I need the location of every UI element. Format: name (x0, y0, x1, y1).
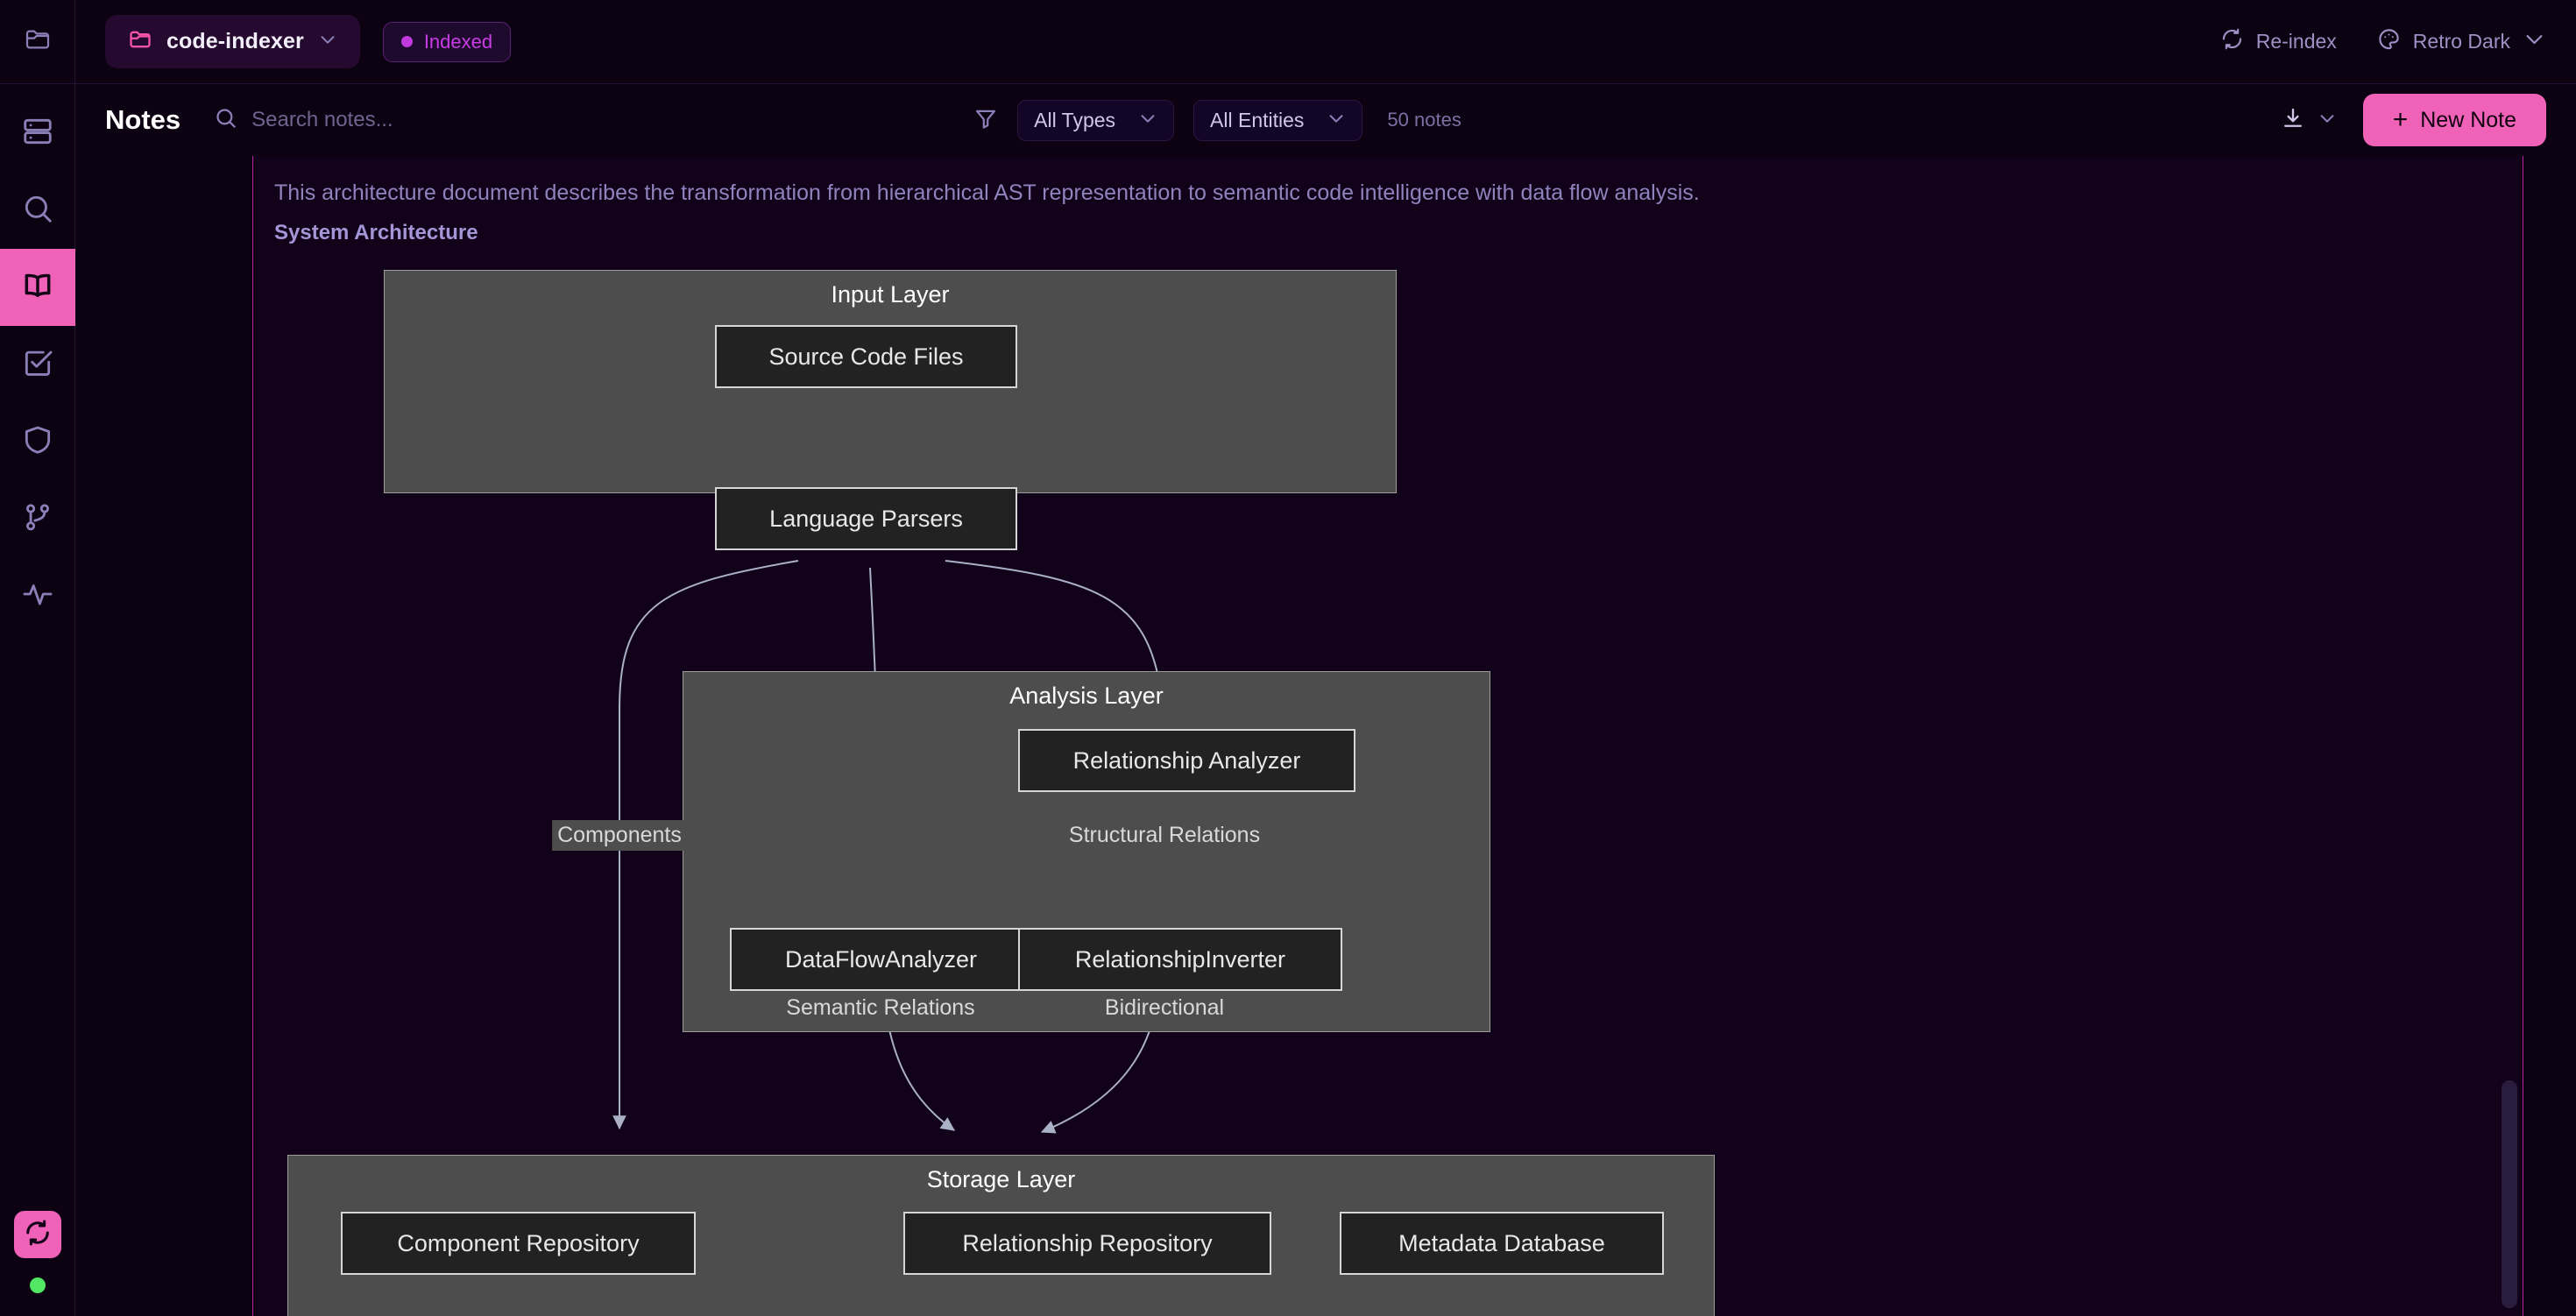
search-icon (214, 106, 237, 134)
document-section-heading: System Architecture (274, 221, 478, 244)
download-icon (2281, 106, 2305, 135)
chevron-down-icon (2523, 27, 2546, 56)
architecture-diagram: Input Layer Source Code Files Language P… (253, 252, 2523, 1316)
sidebar-item-search[interactable] (0, 172, 75, 249)
node-relationship-repository[interactable]: Relationship Repository (903, 1212, 1271, 1275)
node-relationship-analyzer[interactable]: Relationship Analyzer (1018, 729, 1355, 792)
cluster-title-storage-layer: Storage Layer (926, 1166, 1076, 1192)
theme-label: Retro Dark (2412, 30, 2510, 53)
sidebar-item-notes[interactable] (0, 249, 75, 326)
folder-icon (128, 27, 152, 56)
theme-selector[interactable]: Retro Dark (2377, 27, 2546, 56)
edge-label-semantic-relations: Semantic Relations (781, 993, 980, 1023)
status-indicator-dot (30, 1277, 46, 1293)
top-header-bar: code-indexer Indexed Re-index Retro Dark (75, 0, 2576, 84)
type-filter-label: All Types (1034, 108, 1116, 131)
database-icon (21, 115, 54, 152)
reindex-button[interactable]: Re-index (2220, 27, 2337, 56)
status-badge: Indexed (382, 21, 512, 62)
header-actions: Re-index Retro Dark (2220, 27, 2546, 56)
search-icon (21, 192, 54, 230)
cluster-title-input-layer: Input Layer (831, 281, 950, 308)
sidebar-item-graph[interactable] (0, 480, 75, 557)
notes-count: 50 notes (1387, 109, 1461, 131)
cluster-title-analysis-layer: Analysis Layer (1009, 683, 1164, 709)
refresh-icon (2220, 27, 2244, 56)
sync-button[interactable] (14, 1211, 61, 1258)
project-name: code-indexer (166, 29, 304, 53)
status-dot-icon (400, 36, 413, 47)
status-badge-label: Indexed (423, 30, 493, 53)
entity-filter-select[interactable]: All Entities (1193, 99, 1363, 141)
note-content-panel: This architecture document describes the… (252, 156, 2523, 1316)
folder-icon (24, 25, 52, 58)
reindex-label: Re-index (2255, 30, 2337, 53)
rail-items (0, 95, 75, 634)
chevron-down-icon (2318, 109, 2337, 132)
entity-filter-label: All Entities (1210, 108, 1305, 131)
search-input[interactable] (251, 108, 620, 132)
search-box[interactable] (214, 106, 620, 134)
edge-label-structural-relations: Structural Relations (1063, 820, 1266, 851)
new-note-button[interactable]: + New Note (2362, 94, 2546, 146)
sidebar-item-security[interactable] (0, 403, 75, 480)
project-selector[interactable]: code-indexer (105, 15, 360, 68)
node-metadata-database[interactable]: Metadata Database (1340, 1212, 1664, 1275)
filter-icon (973, 106, 998, 135)
rail-folder-button[interactable] (0, 0, 74, 84)
plus-icon: + (2392, 105, 2409, 134)
notes-toolbar: Notes All Types All Entities (75, 84, 2576, 156)
chevron-down-icon (1138, 109, 1157, 132)
node-component-repository[interactable]: Component Repository (341, 1212, 696, 1275)
rail-footer (0, 1193, 75, 1316)
edge-label-bidirectional: Bidirectional (1099, 993, 1230, 1023)
export-button[interactable] (2281, 106, 2337, 135)
toolbar-actions: + New Note (2281, 94, 2546, 146)
document-intro-text: This architecture document describes the… (274, 180, 1700, 205)
node-dataflow-analyzer[interactable]: DataFlowAnalyzer (730, 928, 1032, 991)
filter-group: All Types All Entities 50 notes (973, 99, 1461, 141)
git-branch-icon (21, 500, 54, 538)
left-nav-rail (0, 0, 75, 1316)
sidebar-item-database[interactable] (0, 95, 75, 172)
activity-icon (21, 577, 54, 615)
sidebar-item-tasks[interactable] (0, 326, 75, 403)
type-filter-select[interactable]: All Types (1017, 99, 1175, 141)
palette-icon (2377, 27, 2401, 56)
node-language-parsers[interactable]: Language Parsers (715, 487, 1017, 550)
page-title: Notes (105, 104, 181, 135)
book-icon (21, 269, 54, 307)
node-source-code-files[interactable]: Source Code Files (715, 325, 1017, 388)
chevron-down-icon (1327, 109, 1346, 132)
edge-label-components: Components (552, 820, 687, 851)
shield-icon (21, 423, 54, 461)
check-square-icon (21, 346, 54, 384)
new-note-label: New Note (2420, 107, 2516, 132)
vertical-scrollbar-thumb[interactable] (2502, 1080, 2517, 1308)
sync-icon (25, 1220, 51, 1250)
chevron-down-icon (318, 30, 337, 53)
sidebar-item-activity[interactable] (0, 557, 75, 634)
node-relationship-inverter[interactable]: RelationshipInverter (1018, 928, 1342, 991)
